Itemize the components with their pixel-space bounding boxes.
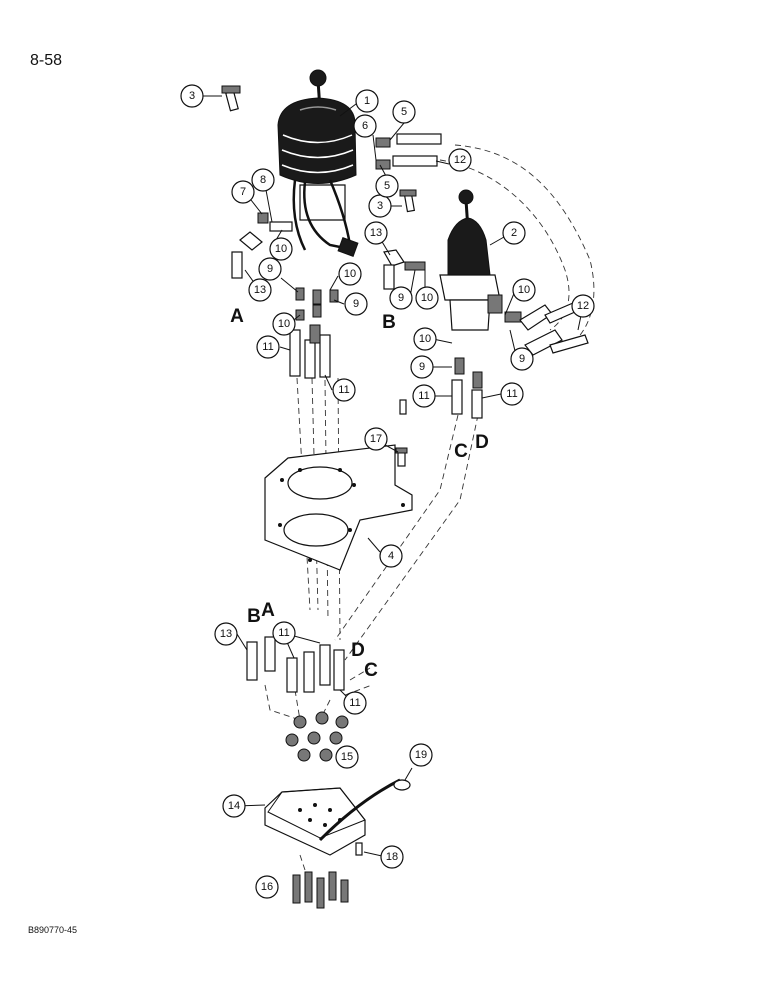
part-callout-10: 10 bbox=[272, 312, 296, 336]
part-callout-17: 17 bbox=[364, 427, 388, 451]
hose-routing-lines bbox=[439, 144, 595, 346]
callout-label: 10 bbox=[278, 318, 290, 330]
mounting-plate bbox=[264, 444, 413, 571]
connection-label-c: C bbox=[454, 441, 468, 462]
callout-label: 19 bbox=[415, 749, 427, 761]
part-callout-10: 10 bbox=[415, 286, 439, 310]
part-callout-3: 3 bbox=[368, 194, 392, 218]
callout-label: 3 bbox=[377, 200, 383, 212]
connection-label-d: D bbox=[351, 640, 365, 661]
callout-label: 6 bbox=[362, 120, 368, 132]
part-callout-15: 15 bbox=[335, 745, 359, 769]
callout-label: 13 bbox=[220, 628, 232, 640]
callout-label: 11 bbox=[418, 390, 429, 402]
part-callout-10: 10 bbox=[413, 327, 437, 351]
part-callout-10: 10 bbox=[512, 278, 536, 302]
callout-label: 13 bbox=[254, 284, 266, 296]
part-callout-11: 11 bbox=[332, 378, 356, 402]
lower-fittings bbox=[246, 636, 345, 693]
callout-label: 3 bbox=[189, 90, 195, 102]
part-callout-11: 11 bbox=[412, 384, 436, 408]
part-callout-11: 11 bbox=[272, 621, 296, 645]
callout-label: 10 bbox=[344, 268, 356, 280]
connection-label-a: A bbox=[230, 306, 244, 327]
callout-label: 12 bbox=[454, 154, 466, 166]
callout-label: 15 bbox=[341, 751, 353, 763]
part-callout-11: 11 bbox=[256, 335, 280, 359]
upper-fittings bbox=[221, 85, 589, 419]
callout-label: 5 bbox=[384, 180, 390, 192]
callout-label: 14 bbox=[228, 800, 240, 812]
callout-label: 17 bbox=[370, 433, 382, 445]
part-callout-9: 9 bbox=[258, 257, 282, 281]
part-callout-19: 19 bbox=[409, 743, 433, 767]
part-callout-18: 18 bbox=[380, 845, 404, 869]
part-callout-1: 1 bbox=[355, 89, 379, 113]
part-callout-13: 13 bbox=[248, 278, 272, 302]
callout-label: 9 bbox=[398, 292, 404, 304]
part-callout-5: 5 bbox=[375, 174, 399, 198]
part-callout-2: 2 bbox=[502, 221, 526, 245]
connection-label-a: A bbox=[261, 600, 275, 621]
part-callout-9: 9 bbox=[389, 286, 413, 310]
callout-label: 18 bbox=[386, 851, 398, 863]
part-callout-11: 11 bbox=[500, 382, 524, 406]
callout-label: 11 bbox=[338, 384, 349, 396]
callout-label: 9 bbox=[419, 361, 425, 373]
part-callout-3: 3 bbox=[180, 84, 204, 108]
part-callout-10: 10 bbox=[338, 262, 362, 286]
left-joystick-assembly bbox=[277, 69, 359, 257]
callout-label: 10 bbox=[518, 284, 530, 296]
figure-code: B890770-45 bbox=[28, 925, 78, 935]
callout-label: 11 bbox=[278, 627, 289, 639]
callout-label: 13 bbox=[370, 227, 382, 239]
callout-label: 11 bbox=[349, 697, 360, 709]
part-callout-7: 7 bbox=[231, 180, 255, 204]
callout-label: 16 bbox=[261, 881, 273, 893]
callout-label: 9 bbox=[353, 298, 359, 310]
callout-label: 7 bbox=[240, 186, 246, 198]
callout-label: 10 bbox=[421, 292, 433, 304]
connection-label-c: C bbox=[364, 660, 378, 681]
part-callout-6: 6 bbox=[353, 114, 377, 138]
connection-label-b: B bbox=[247, 606, 261, 627]
callout-label: 12 bbox=[577, 300, 589, 312]
part-callout-10: 10 bbox=[269, 237, 293, 261]
callout-label: 9 bbox=[267, 263, 273, 275]
callout-label: 10 bbox=[275, 243, 287, 255]
callout-label: 11 bbox=[262, 341, 273, 353]
connection-label-d: D bbox=[475, 432, 489, 453]
part-callout-9: 9 bbox=[410, 355, 434, 379]
callout-label: 10 bbox=[419, 333, 431, 345]
part-callout-9: 9 bbox=[510, 347, 534, 371]
part-callout-13: 13 bbox=[214, 622, 238, 646]
callout-label: 4 bbox=[388, 550, 394, 562]
callout-label: 5 bbox=[401, 106, 407, 118]
part-callout-12: 12 bbox=[448, 148, 472, 172]
part-callout-12: 12 bbox=[571, 294, 595, 318]
part-callout-11: 11 bbox=[343, 691, 367, 715]
base-tray bbox=[264, 778, 411, 856]
part-callout-13: 13 bbox=[364, 221, 388, 245]
page-number: 8-58 bbox=[30, 52, 63, 69]
part-callout-5: 5 bbox=[392, 100, 416, 124]
part-callout-4: 4 bbox=[379, 544, 403, 568]
callout-label: 11 bbox=[506, 388, 517, 400]
connection-label-b: B bbox=[382, 312, 396, 333]
callout-label: 1 bbox=[364, 95, 370, 107]
nut-cluster bbox=[285, 711, 349, 762]
callout-label: 9 bbox=[519, 353, 525, 365]
part-callout-8: 8 bbox=[251, 168, 275, 192]
part-callout-16: 16 bbox=[255, 875, 279, 899]
bolt-17 bbox=[395, 447, 408, 467]
part-callout-9: 9 bbox=[344, 292, 368, 316]
callout-label: 8 bbox=[260, 174, 266, 186]
right-joystick-assembly bbox=[439, 189, 503, 331]
part-callout-14: 14 bbox=[222, 794, 246, 818]
hardware-16 bbox=[292, 871, 349, 909]
callout-label: 2 bbox=[511, 227, 517, 239]
